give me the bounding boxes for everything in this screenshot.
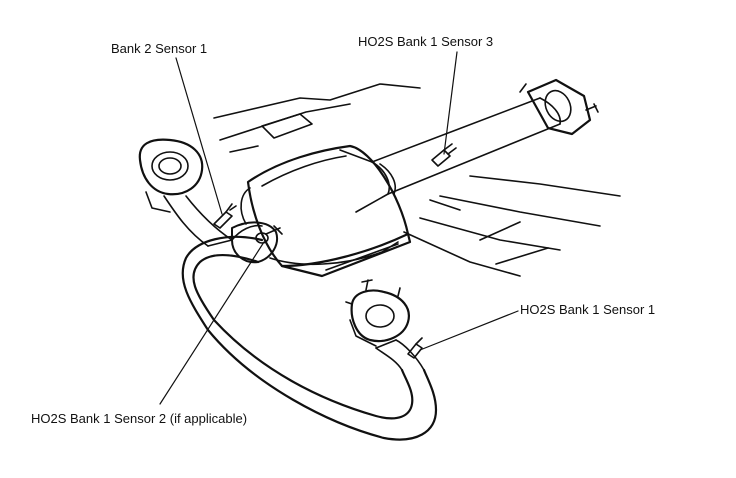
bank1-crossover-pipe — [181, 235, 438, 441]
leader-bank1-sensor3 — [443, 51, 458, 155]
leader-lines — [159, 51, 519, 405]
vehicle-underbody — [213, 83, 621, 277]
label-ho2s-bank1-sensor1: HO2S Bank 1 Sensor 1 — [520, 302, 656, 317]
catalytic-converter — [240, 144, 412, 278]
bank1-inlet-flange — [345, 279, 410, 347]
o2-sensor-bank1-sensor3 — [431, 143, 457, 167]
label-bank2-sensor1: Bank 2 Sensor 1 — [111, 41, 208, 56]
bank2-inlet-pipe — [138, 138, 263, 247]
label-ho2s-bank1-sensor2: HO2S Bank 1 Sensor 2 (if applicable) — [31, 411, 248, 426]
leader-bank1-sensor1 — [419, 310, 519, 351]
leader-bank2-sensor1 — [175, 57, 223, 215]
rear-outlet-pipe — [371, 78, 599, 195]
leader-bank1-sensor2 — [159, 241, 265, 405]
label-ho2s-bank1-sensor3: HO2S Bank 1 Sensor 3 — [358, 34, 494, 49]
o2-sensor-bank1-sensor1 — [407, 337, 423, 359]
o2-sensor-bank2-sensor1 — [213, 203, 237, 229]
